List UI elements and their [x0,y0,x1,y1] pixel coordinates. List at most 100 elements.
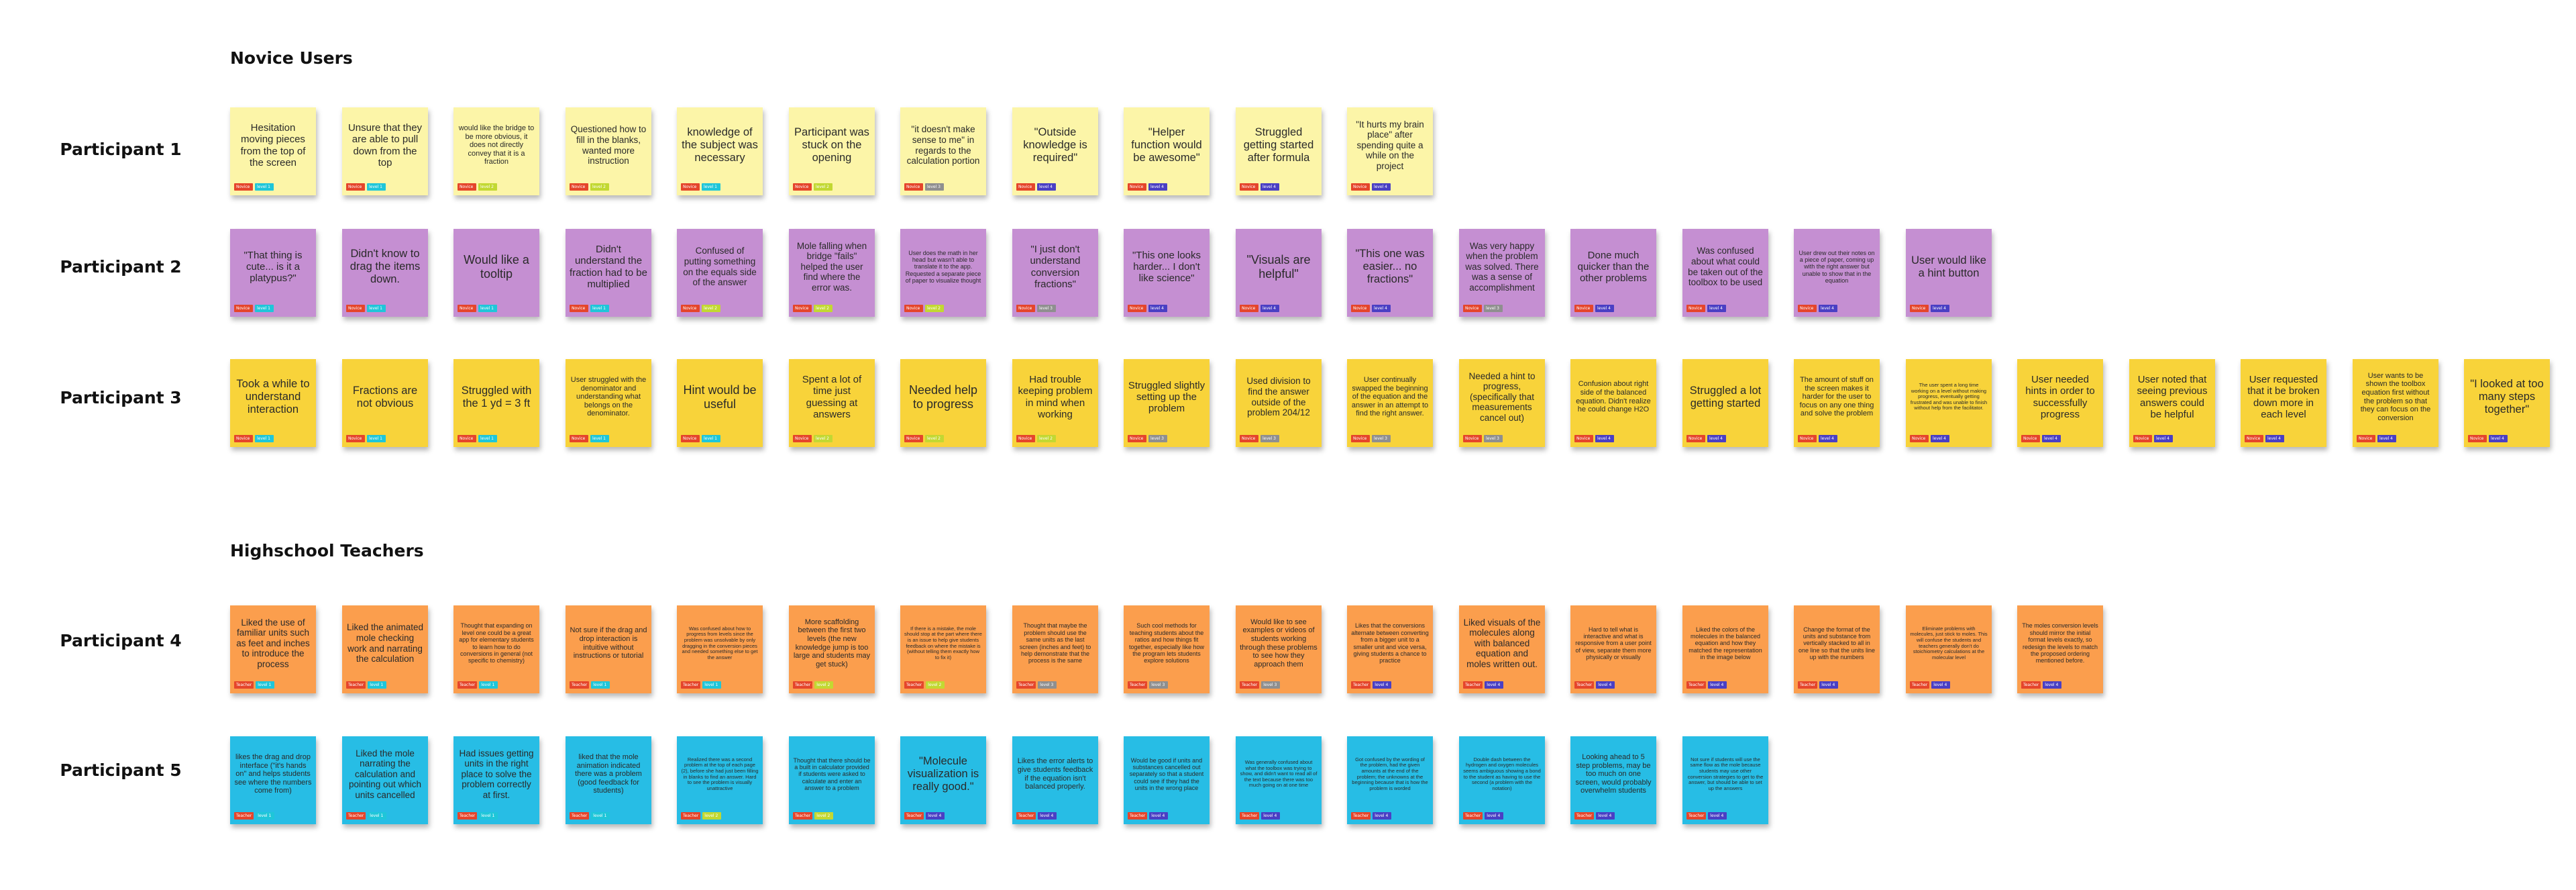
level-tag[interactable]: level 1 [368,812,387,820]
level-tag[interactable]: level 3 [1261,681,1281,689]
level-tag[interactable]: level 4 [1149,812,1169,820]
level-tag[interactable]: level 4 [1931,681,1951,689]
role-tag[interactable]: Teacher [1016,812,1036,820]
sticky-note[interactable]: Liked the mole narrating the calculation… [342,736,428,824]
sticky-note[interactable]: Was generally confused about what the to… [1236,736,1322,824]
role-tag[interactable]: Novice [1574,305,1593,312]
role-tag[interactable]: Novice [1240,305,1258,312]
role-tag[interactable]: Novice [681,183,700,191]
role-tag[interactable]: Teacher [1240,812,1260,820]
role-tag[interactable]: Novice [570,435,588,442]
role-tag[interactable]: Teacher [346,812,366,820]
role-tag[interactable]: Teacher [1686,812,1707,820]
sticky-note[interactable]: Needed a hint to progress, (specifically… [1459,359,1545,447]
sticky-note[interactable]: liked that the mole animation indicated … [566,736,651,824]
sticky-note[interactable]: Questioned how to fill in the blanks, wa… [566,107,651,195]
sticky-note[interactable]: Double dash between the hydrogen and oxy… [1459,736,1545,824]
sticky-note[interactable]: User requested that it be broken down mo… [2241,359,2326,447]
sticky-note[interactable]: User does the math in her head but wasn'… [900,229,986,317]
level-tag[interactable]: level 4 [1373,812,1392,820]
sticky-note[interactable]: likes the drag and drop interface ("it's… [230,736,316,824]
level-tag[interactable]: level 3 [1260,435,1279,442]
sticky-note[interactable]: Likes that the conversions alternate bet… [1347,605,1433,693]
role-tag[interactable]: Teacher [1463,812,1483,820]
level-tag[interactable]: level 4 [1037,183,1056,191]
sticky-note[interactable]: The amount of stuff on the screen makes … [1794,359,1880,447]
sticky-note[interactable]: Done much quicker than the other problem… [1570,229,1656,317]
role-tag[interactable]: Novice [793,435,812,442]
sticky-note[interactable]: User continually swapped the beginning o… [1347,359,1433,447]
role-tag[interactable]: Novice [1798,435,1817,442]
sticky-note[interactable]: The user spent a long time working on a … [1906,359,1992,447]
level-tag[interactable]: level 2 [1037,435,1056,442]
role-tag[interactable]: Teacher [681,812,701,820]
level-tag[interactable]: level 2 [590,183,609,191]
level-tag[interactable]: level 4 [2377,435,2396,442]
level-tag[interactable]: level 4 [926,812,945,820]
role-tag[interactable]: Novice [1910,305,1929,312]
role-tag[interactable]: Teacher [346,681,366,689]
role-tag[interactable]: Novice [681,305,700,312]
role-tag[interactable]: Teacher [1574,812,1595,820]
sticky-note[interactable]: Confused of putting something on the equ… [677,229,763,317]
level-tag[interactable]: level 1 [256,812,275,820]
level-tag[interactable]: level 2 [814,183,833,191]
role-tag[interactable]: Novice [570,305,588,312]
level-tag[interactable]: level 4 [1148,183,1167,191]
level-tag[interactable]: level 4 [1819,681,1839,689]
sticky-note[interactable]: Looking ahead to 5 step problems, may be… [1570,736,1656,824]
sticky-note[interactable]: "I looked at too many steps together"Nov… [2464,359,2550,447]
role-tag[interactable]: Teacher [2021,681,2041,689]
role-tag[interactable]: Novice [234,183,253,191]
level-tag[interactable]: level 4 [1819,305,1837,312]
level-tag[interactable]: level 1 [368,681,387,689]
sticky-note[interactable]: would like the bridge to be more obvious… [453,107,539,195]
level-tag[interactable]: level 4 [1595,435,1614,442]
sticky-note[interactable]: "I just don't understand conversion frac… [1012,229,1098,317]
role-tag[interactable]: Novice [1351,305,1370,312]
role-tag[interactable]: Novice [1016,305,1035,312]
level-tag[interactable]: level 1 [367,305,386,312]
sticky-note[interactable]: Such cool methods for teaching students … [1124,605,1210,693]
level-tag[interactable]: level 1 [367,435,386,442]
sticky-note[interactable]: Liked visuals of the molecules along wit… [1459,605,1545,693]
sticky-note[interactable]: "That thing is cute... is it a platypus?… [230,229,316,317]
level-tag[interactable]: level 1 [255,305,274,312]
role-tag[interactable]: Novice [1351,435,1370,442]
sticky-note[interactable]: Would be good if units and substances ca… [1124,736,1210,824]
role-tag[interactable]: Novice [1910,435,1929,442]
role-tag[interactable]: Novice [570,183,588,191]
level-tag[interactable]: level 1 [479,812,498,820]
level-tag[interactable]: level 4 [1707,435,1726,442]
role-tag[interactable]: Teacher [234,681,254,689]
role-tag[interactable]: Teacher [1351,681,1371,689]
level-tag[interactable]: level 4 [1708,812,1727,820]
level-tag[interactable]: level 4 [1038,812,1057,820]
level-tag[interactable]: level 1 [591,812,610,820]
level-tag[interactable]: level 4 [2489,435,2508,442]
role-tag[interactable]: Teacher [1463,681,1483,689]
level-tag[interactable]: level 4 [1260,305,1279,312]
level-tag[interactable]: level 3 [1372,435,1391,442]
role-tag[interactable]: Teacher [570,681,590,689]
role-tag[interactable]: Novice [2357,435,2375,442]
level-tag[interactable]: level 4 [1372,305,1391,312]
sticky-note[interactable]: "This one looks harder... I don't like s… [1124,229,1210,317]
sticky-note[interactable]: Not sure if the drag and drop interactio… [566,605,651,693]
sticky-note[interactable]: Mole falling when bridge "fails" helped … [789,229,875,317]
sticky-note[interactable]: If there is a mistake, the mole should s… [900,605,986,693]
sticky-note[interactable]: Realized there was a second problem at t… [677,736,763,824]
level-tag[interactable]: level 2 [925,305,944,312]
role-tag[interactable]: Novice [1463,435,1482,442]
sticky-note[interactable]: Unsure that they are able to pull down f… [342,107,428,195]
sticky-note[interactable]: User needed hints in order to successful… [2017,359,2103,447]
role-tag[interactable]: Teacher [570,812,590,820]
role-tag[interactable]: Teacher [793,812,813,820]
role-tag[interactable]: Novice [2245,435,2263,442]
role-tag[interactable]: Novice [904,183,923,191]
level-tag[interactable]: level 2 [702,305,720,312]
sticky-note[interactable]: "it doesn't make sense to me" in regards… [900,107,986,195]
